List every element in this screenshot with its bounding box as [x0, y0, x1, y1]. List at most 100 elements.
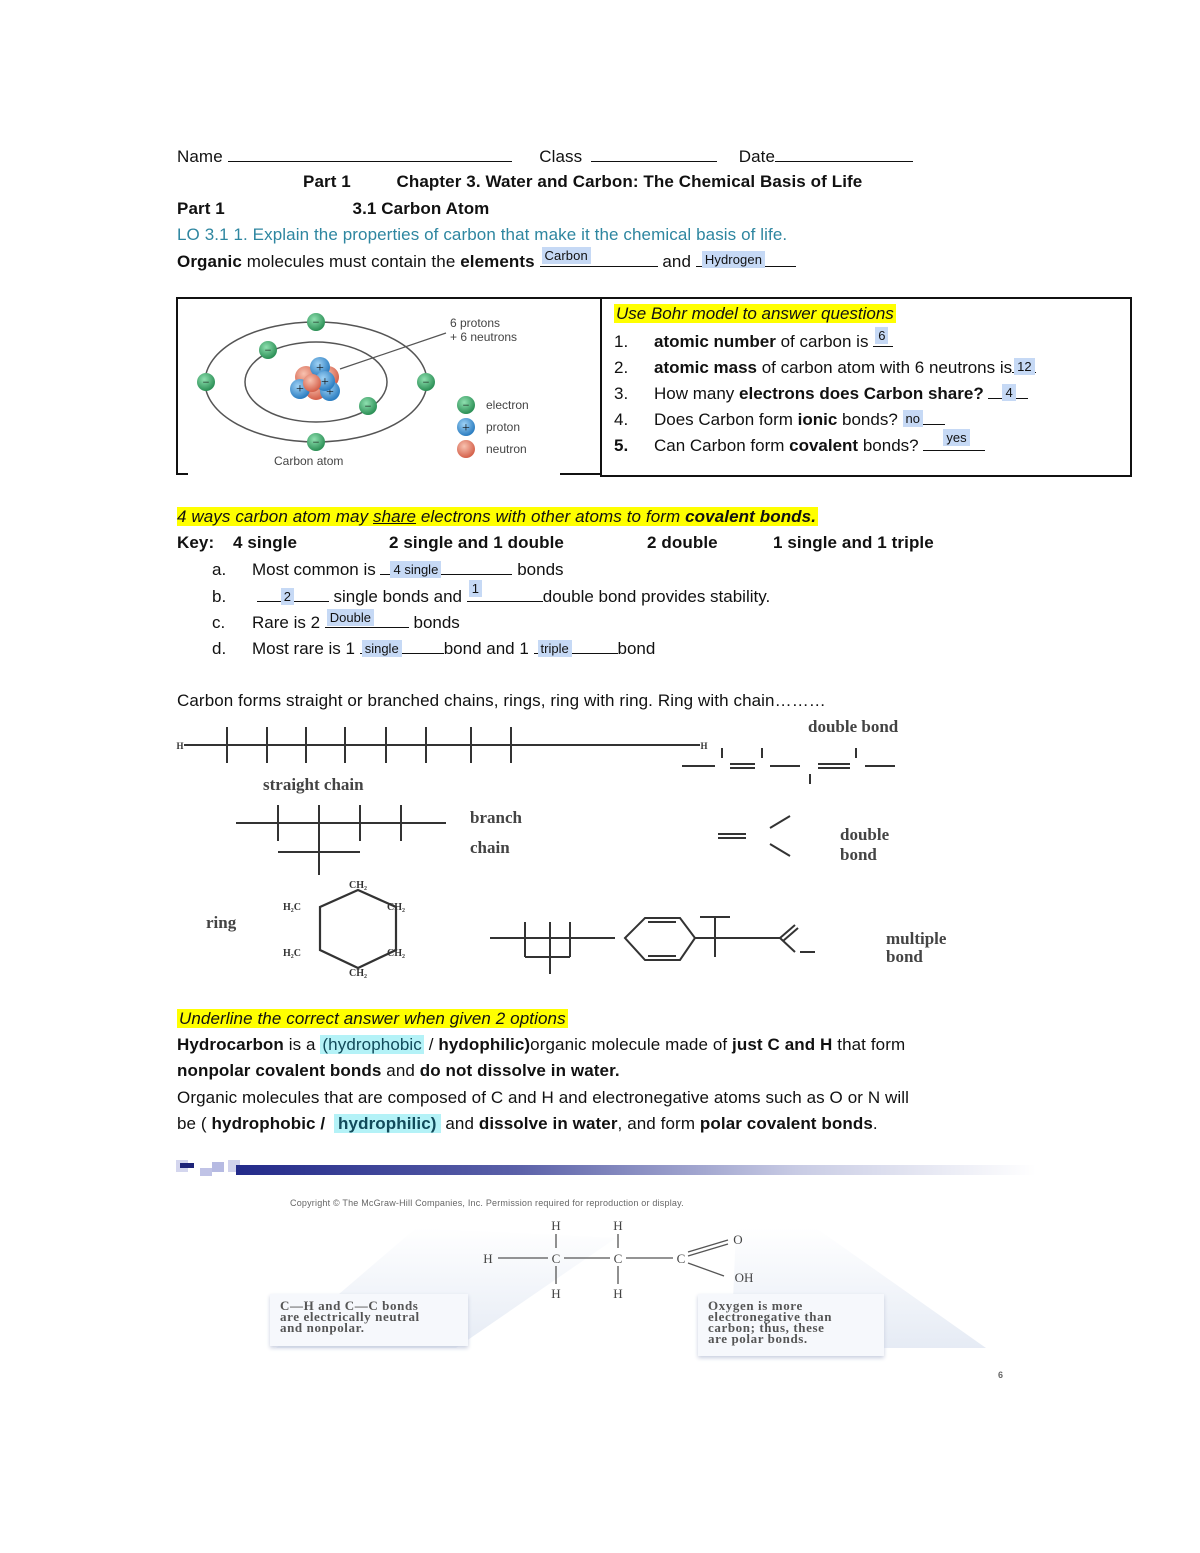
q4-pre: Does Carbon form — [654, 410, 798, 429]
learning-objective: LO 3.1 1. Explain the properties of carb… — [177, 224, 787, 246]
name-field[interactable] — [227, 145, 512, 162]
q3-num: 3. — [614, 384, 629, 403]
branch-label: branch — [470, 808, 523, 827]
q3-bold: electrons — [739, 384, 815, 403]
bohr-question-1: 1. atomic number of carbon is 6 — [614, 327, 894, 353]
item-d-answer-2: triple — [537, 640, 572, 657]
item-d-answer-1: single — [361, 640, 402, 657]
right-callout-line-4: are polar bonds. — [708, 1331, 808, 1346]
organic-bold: Organic — [177, 252, 242, 271]
svg-text:H: H — [483, 1251, 492, 1266]
item-d-answer-2-field[interactable]: triple — [533, 637, 618, 657]
nonpolar-bold: nonpolar covalent bonds — [177, 1061, 382, 1080]
q2-num: 2. — [614, 358, 629, 377]
hydophilic-option-1[interactable]: hydophilic) — [438, 1035, 531, 1054]
q2-answer-field[interactable]: 12 — [1012, 356, 1037, 375]
elements-answer-2-field[interactable]: Hydrogen — [695, 250, 796, 268]
double-bond-label: double bond — [808, 717, 899, 736]
svg-text:neutron: neutron — [486, 442, 527, 456]
svg-text:−: − — [313, 315, 320, 329]
q5-pre: Can Carbon form — [654, 436, 790, 455]
carbon-atom-diagram: + + + + − − − − − − 6 protons + 6 neutro… — [197, 313, 529, 468]
svg-text:+: + — [296, 382, 304, 397]
svg-text:−: − — [313, 435, 320, 449]
chain-label: chain — [470, 838, 510, 857]
item-b-answer-1: 2 — [280, 588, 294, 605]
bohr-instruction-text: Use Bohr model to answer questions — [614, 304, 896, 323]
double-label: double — [840, 825, 890, 844]
elements-text: molecules must contain the — [241, 252, 461, 271]
multiple-bond-label: bond — [886, 947, 923, 966]
hydrophobic-option-1[interactable]: (hydrophobic — [320, 1035, 424, 1054]
item-d-answer-1-field[interactable]: single — [359, 637, 444, 657]
bond-label: bond — [840, 845, 877, 864]
bonds-heading-highlight: 4 ways carbon atom may share electrons w… — [177, 507, 819, 526]
item-b-answer-1-field[interactable]: 2 — [256, 585, 329, 605]
nonpolar-callout: C—H and C—C bonds are electrically neutr… — [270, 1294, 468, 1346]
item-c-answer-field[interactable]: Double — [324, 609, 409, 628]
and-text: and — [662, 252, 692, 271]
hydrophilic-option-2[interactable]: hydrophilic) — [334, 1114, 441, 1133]
section-part-label: Part 1 — [177, 199, 225, 218]
bohr-model-box: + + + + − − − − − − 6 protons + 6 neutro… — [176, 297, 1132, 477]
organic-molecules-line: Organic molecules that are composed of C… — [177, 1088, 910, 1107]
q1-num: 1. — [614, 332, 629, 351]
item-a-answer-field[interactable]: 4 single — [380, 558, 513, 578]
date-field[interactable] — [775, 145, 914, 162]
svg-text:H: H — [613, 1286, 622, 1301]
q4-bold: ionic — [797, 410, 838, 429]
svg-text:H₂C: H₂C — [283, 902, 301, 913]
svg-text:C: C — [677, 1251, 686, 1266]
item-b-answer-2-field[interactable]: 1 — [466, 580, 543, 602]
class-field[interactable] — [591, 145, 718, 162]
chapter-title: Chapter 3. Water and Carbon: The Chemica… — [396, 172, 863, 191]
item-d-letter: d. — [212, 639, 227, 658]
key-item-4: 1 single and 1 triple — [773, 533, 934, 552]
chapter-part-label: Part 1 — [303, 172, 351, 191]
q1-answer-field[interactable]: 6 — [873, 327, 894, 347]
dissolve-bold: dissolve in water — [478, 1114, 618, 1133]
p4-text3: , and form — [617, 1114, 700, 1133]
left-callout-line-3: and nonpolar. — [280, 1320, 365, 1335]
p1-text1: is a — [283, 1035, 321, 1054]
bonds-heading-mid: electrons with other atoms to form — [416, 507, 686, 526]
key-label: Key: — [177, 533, 215, 552]
covalent-bonds-bold: covalent bonds. — [685, 507, 817, 526]
slide-page-number: 6 — [998, 1370, 1004, 1380]
key-item-3: 2 double — [647, 533, 718, 552]
item-a-answer: 4 single — [390, 561, 442, 578]
p1-sep: / — [423, 1035, 439, 1054]
svg-text:−: − — [203, 375, 210, 389]
bohr-instruction: Use Bohr model to answer questions — [614, 303, 896, 325]
svg-text:H: H — [613, 1218, 622, 1233]
svg-text:−: − — [463, 398, 470, 412]
lo-text: 1. Explain the properties of carbon that… — [233, 225, 788, 244]
q3-answer: 4 — [1002, 384, 1016, 401]
svg-text:+: + — [316, 361, 324, 376]
q4-answer-field[interactable]: no — [902, 408, 945, 427]
key-item-1: 4 single — [233, 533, 298, 552]
q1-bold: atomic number — [654, 332, 776, 351]
svg-text:O: O — [733, 1232, 742, 1247]
svg-text:OH: OH — [735, 1270, 754, 1285]
q5-answer-field[interactable]: yes — [923, 429, 986, 451]
p1-text3: that form — [832, 1035, 906, 1054]
ring-label: ring — [206, 913, 237, 932]
item-a-letter: a. — [212, 560, 227, 579]
q1-text: of carbon is — [775, 332, 874, 351]
svg-text:−: − — [265, 343, 272, 357]
svg-text:CH₂: CH₂ — [349, 880, 367, 891]
q4-num: 4. — [614, 410, 629, 429]
p4-text4: . — [872, 1114, 878, 1133]
hydrocarbon-paragraph: Hydrocarbon is a (hydrophobic / hydophil… — [177, 1034, 905, 1056]
bonds-heading: 4 ways carbon atom may share electrons w… — [177, 506, 819, 528]
copyright-text: Copyright © The McGraw-Hill Companies, I… — [290, 1198, 684, 1208]
elements-answer-1-field[interactable]: Carbon — [539, 247, 658, 267]
svg-text:H: H — [700, 741, 707, 751]
polar-callout: Oxygen is more electronegative than carb… — [698, 1294, 884, 1356]
q3-answer-field[interactable]: 4 — [988, 382, 1029, 401]
bohr-question-3: 3.How many electrons does Carbon share? … — [614, 382, 1029, 405]
hydrophobic-option-2[interactable]: hydrophobic / — [211, 1114, 326, 1133]
